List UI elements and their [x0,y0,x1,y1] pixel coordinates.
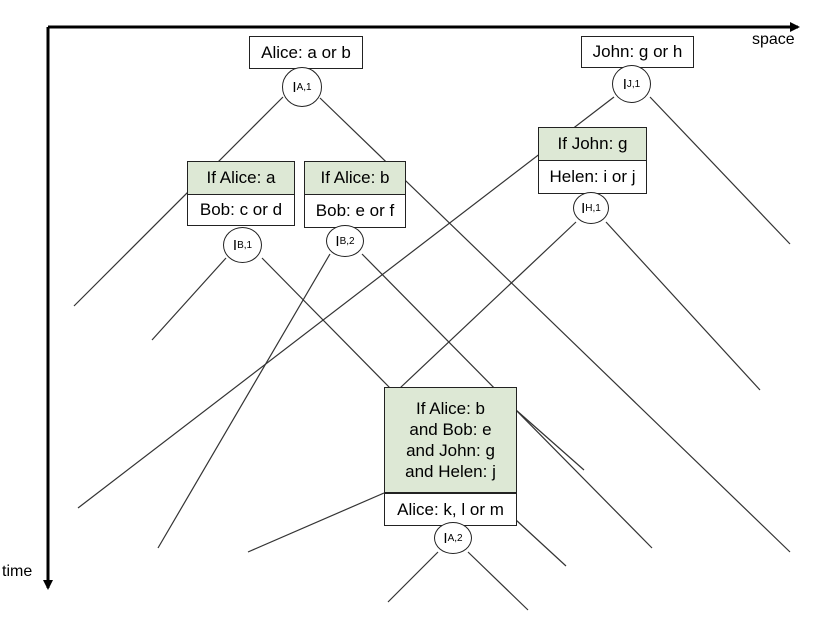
node-ih1-sub: H,1 [585,202,601,214]
node-ia2-letter: I [443,529,448,547]
node-ij1-sub: J,1 [626,78,641,90]
helen-choice-box: Helen: i or j [538,160,647,194]
time-axis-label: time [2,563,33,580]
edge-through-left [247,492,385,553]
if-alice-a-box: If Alice: a [187,161,295,195]
if-alice-b-box: If Alice: b [304,161,406,195]
bob-choice-box-1: Bob: c or d [187,194,295,226]
edge-ia2-right [467,551,529,611]
node-ih1-letter: I [581,199,586,217]
edge-ib1-right [261,257,391,389]
node-ij1-letter: I [622,75,627,93]
node-ia1-sub: A,1 [296,81,312,93]
condition-line-3: and John: g [406,441,495,460]
node-ib1-letter: I [232,236,238,254]
if-john-g-box: If John: g [538,127,647,161]
node-ib1-sub: B,1 [237,239,253,251]
node-ia2-sub: A,2 [447,532,463,544]
node-ib2-letter: I [335,232,340,250]
condition-line-4: and Helen: j [405,462,496,482]
node-ia1-letter: I [292,78,297,96]
edge-ia1-left [73,96,284,307]
bob-choice-box-2: Bob: e or f [304,194,406,228]
alice-choice-box-2: Alice: k, l or m [384,493,517,526]
edge-ib1-left [151,257,227,341]
combined-condition-box: If Alice: b and Bob: e and John: g and H… [384,387,517,493]
condition-line-1: If Alice: b [416,398,485,418]
edge-ij1-right [649,96,791,245]
edge-through-right-2 [515,519,567,567]
john-choice-box: John: g or h [581,36,694,68]
node-ib2-sub: B,2 [339,235,355,247]
edge-ih1-right [605,221,761,391]
edge-through-right [515,409,585,471]
edge-ia2-left [387,551,439,603]
condition-line-2: and Bob: e [409,419,492,439]
edge-ih1-left [399,221,577,389]
edge-ib2-left [157,253,331,549]
alice-choice-box: Alice: a or b [249,36,363,69]
space-axis-label: space [752,31,795,48]
edge-ij1-left [77,96,615,509]
